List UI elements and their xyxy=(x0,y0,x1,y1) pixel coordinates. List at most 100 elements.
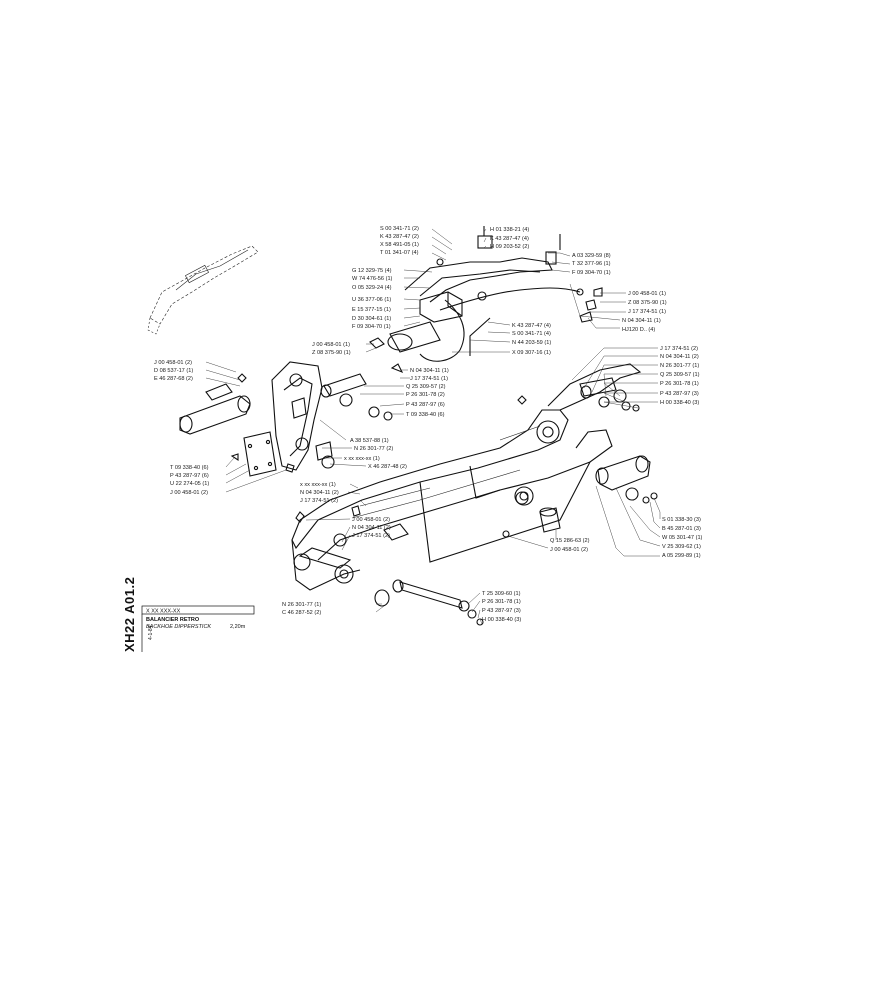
callout-label: J 00 458-01 (2) xyxy=(154,360,192,366)
callout-label: T 32 377-96 (1) xyxy=(572,261,611,267)
callout-label: S 01 338-30 (3) xyxy=(662,517,701,523)
callout-label: N 04 304-11 (2) xyxy=(660,354,699,360)
title-name-en: BACKHOE DIPPERSTICK xyxy=(146,624,211,630)
callout-label: F 09 304-70 (1) xyxy=(572,270,611,276)
callout-label: K 43 287-47 (2) xyxy=(380,234,419,240)
callout-label: x xx xxx-xx (1) xyxy=(300,482,336,488)
callout-label: N 04 304-11 (2) xyxy=(352,525,391,531)
callout-label: O 05 329-24 (4) xyxy=(352,285,392,291)
title-ref-row: X XX XXX-XX xyxy=(146,609,181,615)
callout-label: X 58 491-05 (1) xyxy=(380,242,419,248)
callout-label: P 43 287-97 (3) xyxy=(660,391,699,397)
callouts-mid-center: K 43 287-47 (4) S 00 341-71 (4) N 44 203… xyxy=(512,323,551,356)
link-plates xyxy=(271,361,393,473)
callout-label: X 09 307-16 (1) xyxy=(512,350,551,356)
callouts-bushing: Q 15 286-63 (2) J 00 458-01 (2) xyxy=(550,538,590,553)
callout-label: N 26 301-77 (2) xyxy=(354,446,393,452)
callout-label: J 17 374-51 (2) xyxy=(300,498,338,504)
callout-label: N 04 304-11 (2) xyxy=(300,490,339,496)
callout-label: G 12 329-75 (4) xyxy=(352,268,392,274)
callout-label: Q 25 309-57 (1) xyxy=(660,372,700,378)
callout-label: J 00 458-01 (2) xyxy=(352,517,390,523)
callout-label: J 17 374-51 (1) xyxy=(628,309,666,315)
callout-label: T 09 338-40 (6) xyxy=(406,412,445,418)
callout-label: N 26 301-77 (1) xyxy=(282,602,321,608)
callout-label: A 03 329-59 (8) xyxy=(572,253,611,259)
callout-label: D 08 537-17 (1) xyxy=(154,368,193,374)
callout-label: H 00 338-40 (3) xyxy=(660,400,699,406)
callouts-lower-left: T 09 338-40 (6) P 43 287-97 (6) U 22 274… xyxy=(170,465,209,496)
bushing xyxy=(515,491,561,533)
title-size: 2,20m xyxy=(230,624,246,630)
bottom-pins xyxy=(374,579,484,626)
callout-label: N 26 301-77 (1) xyxy=(660,363,699,369)
callouts-plate-group: A 38 537-88 (1) N 26 301-77 (2) x xx xxx… xyxy=(344,438,407,470)
callout-label: N 04 304-11 (1) xyxy=(410,368,449,374)
callout-label: F 09 304-70 (1) xyxy=(352,324,391,330)
callout-label: P 26 301-78 (2) xyxy=(406,392,445,398)
callout-label: X 46 287-48 (2) xyxy=(368,464,407,470)
callout-label: x xx xxx-xx (1) xyxy=(344,456,380,462)
callouts-hose-left: J 00 458-01 (1) Z 08 375-90 (1) xyxy=(312,342,351,356)
callout-label: S 00 341-71 (2) xyxy=(380,226,419,232)
callout-label: N 04 304-11 (1) xyxy=(622,318,661,324)
callout-label: H 00 338-40 (3) xyxy=(482,617,521,623)
locator-sketch xyxy=(147,245,259,335)
left-link xyxy=(179,373,251,435)
callout-label: J 17 374-51 (2) xyxy=(660,346,698,352)
hose-assembly xyxy=(369,226,603,374)
callout-label: W 05 301-47 (1) xyxy=(662,535,703,541)
cover-plate xyxy=(230,431,277,477)
callout-label: P 43 287-97 (6) xyxy=(170,473,209,479)
callout-label: U 22 274-05 (1) xyxy=(170,481,209,487)
callout-label: J 17 374-51 (1) xyxy=(410,376,448,382)
callouts-bottom-right: T 25 309-60 (1) P 26 301-78 (1) P 43 287… xyxy=(482,591,521,623)
callouts-bottom-left: N 26 301-77 (1) C 46 287-52 (2) xyxy=(282,602,321,616)
callouts-right-top: J 17 374-51 (2) N 04 304-11 (2) N 26 301… xyxy=(604,346,700,406)
right-link xyxy=(579,377,658,504)
callout-label: V 25 309-62 (1) xyxy=(662,544,701,550)
title-name-fr: BALANCIER RETRO xyxy=(146,617,200,623)
callout-label: J 17 374-51 (2) xyxy=(352,533,390,539)
callout-label: B 45 287-01 (3) xyxy=(662,526,701,532)
callout-label: P 26 301-78 (1) xyxy=(482,599,521,605)
drawing-code-text: XH22 A01.2 xyxy=(122,577,137,652)
callout-label: T 09 338-40 (6) xyxy=(170,465,209,471)
callout-label: P 26 301-78 (1) xyxy=(660,381,699,387)
callout-label: Z 08 375-90 (1) xyxy=(312,350,351,356)
callouts-arm-mid: x xx xxx-xx (1) N 04 304-11 (2) J 17 374… xyxy=(300,482,339,504)
callouts-top-center: H 01 338-21 (4) K 43 287-47 (4) H 09 203… xyxy=(490,227,529,250)
callout-label: A 05 299-89 (1) xyxy=(662,553,701,559)
callout-label: E 15 377-15 (1) xyxy=(352,307,391,313)
callout-label: H 01 338-21 (4) xyxy=(490,227,529,233)
callout-label: H 09 203-52 (2) xyxy=(490,244,529,250)
callouts-top-right: A 03 329-59 (8) T 32 377-96 (1) F 09 304… xyxy=(572,253,667,333)
callout-label: K 43 287-47 (4) xyxy=(512,323,551,329)
dipperstick-arm xyxy=(291,363,642,591)
callout-label: K 43 287-47 (4) xyxy=(490,236,529,242)
callout-label: A 38 537-88 (1) xyxy=(350,438,389,444)
callout-label: HJ120 D.. (4) xyxy=(622,327,655,333)
callout-label: S 00 341-71 (4) xyxy=(512,331,551,337)
callout-label: J 00 458-01 (2) xyxy=(170,490,208,496)
callouts-pin-group: N 04 304-11 (1) J 17 374-51 (1) Q 25 309… xyxy=(406,368,449,418)
callout-label: Q 25 309-57 (2) xyxy=(406,384,446,390)
title-block: X XX XXX-XX BALANCIER RETRO BACKHOE DIPP… xyxy=(141,605,255,652)
callout-label: W 74 476-56 (1) xyxy=(352,276,393,282)
callout-label: N 44 203-59 (1) xyxy=(512,340,551,346)
callout-label: J 00 458-01 (1) xyxy=(312,342,350,348)
callout-label: U 36 377-06 (1) xyxy=(352,297,391,303)
callout-label: E 46 287-68 (2) xyxy=(154,376,193,382)
callout-label: D 30 304-61 (1) xyxy=(352,316,391,322)
callout-label: J 00 458-01 (2) xyxy=(550,547,588,553)
callout-label: Q 15 286-63 (2) xyxy=(550,538,590,544)
callout-label: T 25 309-60 (1) xyxy=(482,591,521,597)
callout-label: Z 08 375-90 (1) xyxy=(628,300,667,306)
leader-lines xyxy=(205,228,661,625)
callouts-right-link: S 01 338-30 (3) B 45 287-01 (3) W 05 301… xyxy=(615,512,703,559)
title-date: 4-1-84 xyxy=(148,625,154,640)
callouts-top-left: S 00 341-71 (2) K 43 287-47 (2) X 58 491… xyxy=(352,226,419,330)
callout-label: P 43 287-97 (3) xyxy=(482,608,521,614)
drawing-code: XH22 A01.2 xyxy=(122,577,137,652)
